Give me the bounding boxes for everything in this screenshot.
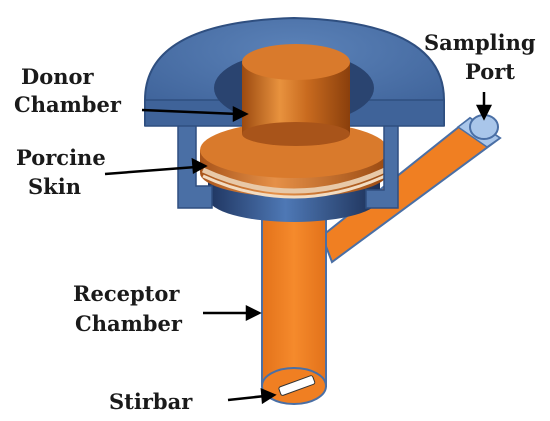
arrow-port-head <box>475 104 493 121</box>
arrow-skin-head <box>191 157 208 175</box>
clamp-right <box>365 123 399 209</box>
arrow-donor <box>141 108 239 116</box>
arrow-receptor-head <box>245 304 262 322</box>
label-donor-line1: Donor <box>21 64 94 89</box>
arrow-stirbar-head <box>260 388 277 405</box>
arrow-skin <box>104 165 197 176</box>
receptor-chamber <box>261 195 327 405</box>
label-sampling-line2: Port <box>465 59 515 84</box>
stirbar-shape <box>278 375 316 396</box>
label-sampling-line1: Sampling <box>424 30 536 55</box>
label-skin-line1: Porcine <box>16 145 106 170</box>
label-receptor-line1: Receptor <box>73 281 180 306</box>
label-donor-line2: Chamber <box>14 92 122 117</box>
label-stirbar: Stirbar <box>109 389 193 414</box>
arrows <box>104 92 493 405</box>
donor-chamber <box>242 44 350 146</box>
arrow-stirbar <box>227 394 266 402</box>
label-skin-line2: Skin <box>28 174 81 199</box>
label-receptor-line2: Chamber <box>75 311 183 336</box>
arrow-donor-head <box>232 105 249 123</box>
